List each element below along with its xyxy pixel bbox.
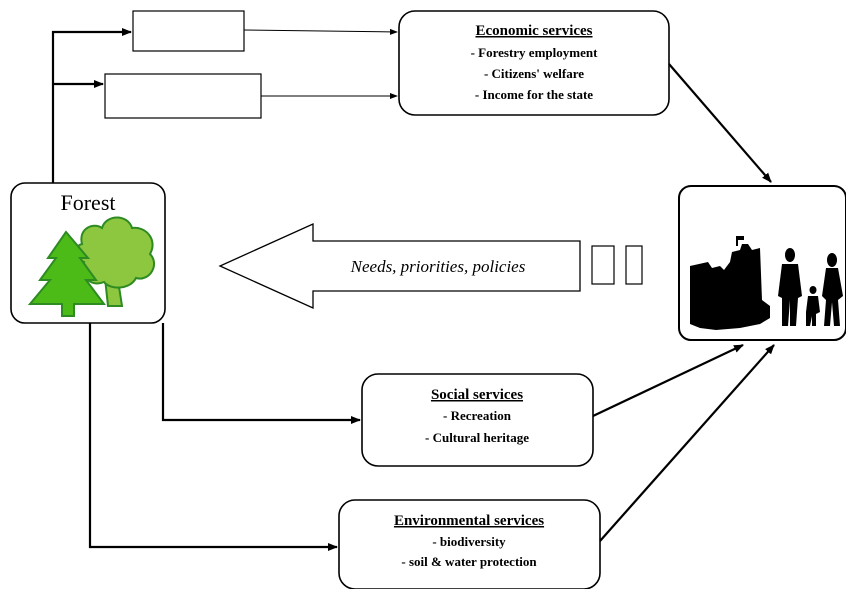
arrow-tail-block-1 [591,245,615,285]
forest-box: Forest [10,182,166,324]
society-box [678,185,846,341]
connector-forest-to-social [161,323,361,424]
economic-item-1: - Forestry employment [471,45,599,60]
society-silhouette-icon [690,236,843,330]
arrow-economic-to-society [668,63,772,183]
empty-box-top [132,10,245,52]
social-item-2: - Cultural heritage [425,430,529,445]
environmental-services-title: Environmental services [394,513,544,529]
arrow-top-box-to-economic [243,28,398,35]
economic-services-box: Economic services - Forestry employment … [398,10,670,116]
forest-label: Forest [61,190,116,215]
needs-priorities-arrow: Needs, priorities, policies [218,222,581,310]
connector-forest-to-top-box [51,28,132,183]
environmental-services-box: Environmental services - biodiversity - … [338,499,601,589]
social-services-box: Social services - Recreation - Cultural … [361,373,594,467]
economic-item-3: - Income for the state [475,87,593,102]
arrow-tail-block-2 [625,245,643,285]
social-services-title: Social services [431,387,523,403]
trees-icon [27,216,155,317]
environmental-item-2: - soil & water protection [401,554,537,569]
connector-forest-to-environmental [88,323,338,551]
environmental-item-1: - biodiversity [432,534,506,549]
economic-item-2: - Citizens' welfare [484,66,584,81]
arrow-environmental-to-society [599,344,775,542]
economic-services-title: Economic services [475,23,592,39]
needs-priorities-label: Needs, priorities, policies [350,257,526,276]
arrow-social-to-society [592,344,744,417]
social-item-1: - Recreation [443,408,512,423]
empty-box-second [104,73,262,119]
